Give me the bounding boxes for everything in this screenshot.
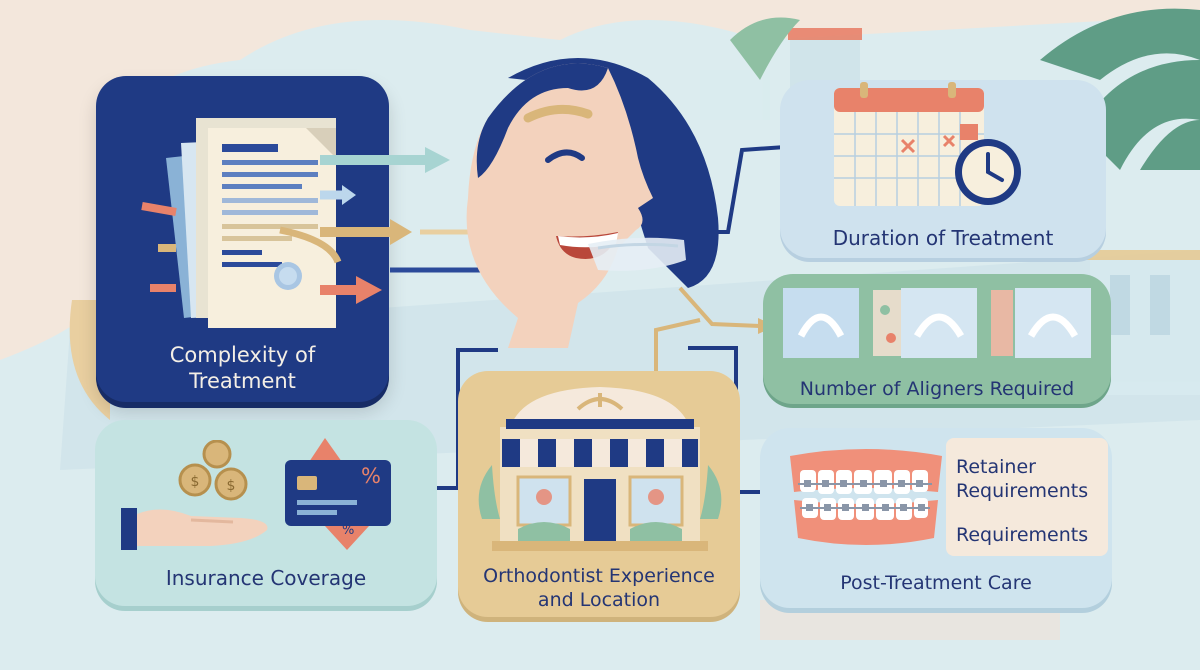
svg-text:$: $ xyxy=(191,474,200,490)
complexity-label-line-2: Treatment xyxy=(189,369,296,394)
duration-of-treatment-card: Duration of Treatment xyxy=(780,80,1106,258)
palm-leaf-icon xyxy=(730,8,1200,170)
orthodontist-label-line-2: and Location xyxy=(537,588,661,611)
storefront-icon xyxy=(478,387,722,551)
orthodontist-label-line-1: Orthodontist Experience xyxy=(483,565,715,587)
paper-layer xyxy=(760,600,1060,640)
calendar-icon xyxy=(834,82,984,206)
retainer-line-1: Retainer xyxy=(956,456,1036,478)
insurance-coverage-card: $ $ % % Insurance Coverage xyxy=(95,420,437,606)
aligner-tile-icon xyxy=(991,288,1091,358)
post-treatment-care-label: Post-Treatment Care xyxy=(840,572,1032,594)
credit-card-percent-symbol: % xyxy=(361,464,381,488)
arrow-to-orthodontist-icon xyxy=(654,318,701,376)
complexity-label-line-1: Complexity of xyxy=(169,343,316,367)
arrow-to-aligners-icon xyxy=(678,286,761,328)
duration-of-treatment-label: Duration of Treatment xyxy=(832,226,1054,250)
retainer-requirements-box: Retainer Requirements Requirements xyxy=(946,438,1108,556)
aligner-tile-icon xyxy=(783,288,859,358)
braces-teeth-icon xyxy=(790,449,942,545)
number-of-aligners-card: Number of Aligners Required xyxy=(763,274,1111,404)
orthodontist-experience-card: Orthodontist Experience and Location xyxy=(458,371,740,617)
document-stack-icon xyxy=(141,118,336,328)
post-treatment-care-card: Retainer Requirements Requirements Post-… xyxy=(760,428,1112,608)
complexity-of-treatment-card: Complexity of Treatment xyxy=(96,76,389,402)
arrow-teal-icon xyxy=(320,147,450,173)
aligner-tile-icon xyxy=(873,288,977,358)
number-of-aligners-label: Number of Aligners Required xyxy=(799,378,1075,400)
awning xyxy=(502,439,698,467)
orthodontist-experience-label: Orthodontist Experience and Location xyxy=(458,565,740,613)
smiling-face-with-aligner-icon xyxy=(466,58,719,349)
credit-card-icon xyxy=(285,438,391,550)
retainer-line-2: Requirements xyxy=(956,480,1089,502)
hand-icon xyxy=(121,508,268,550)
retainer-line-3: Requirements xyxy=(956,524,1089,546)
coupon-percent-symbol: % xyxy=(342,523,355,538)
arrow-coral-icon xyxy=(320,276,382,304)
clock-icon xyxy=(955,139,1021,205)
complexity-of-treatment-label: Complexity of Treatment xyxy=(96,342,389,395)
aligner-tiles xyxy=(783,288,1091,358)
arrow-to-duration-icon xyxy=(692,144,801,234)
coins-icon: $ $ xyxy=(178,440,248,501)
arrow-light-blue-icon xyxy=(320,185,356,205)
svg-text:$: $ xyxy=(227,478,236,494)
insurance-coverage-label: Insurance Coverage xyxy=(165,566,367,590)
arrow-curved-tan-icon xyxy=(279,226,342,264)
